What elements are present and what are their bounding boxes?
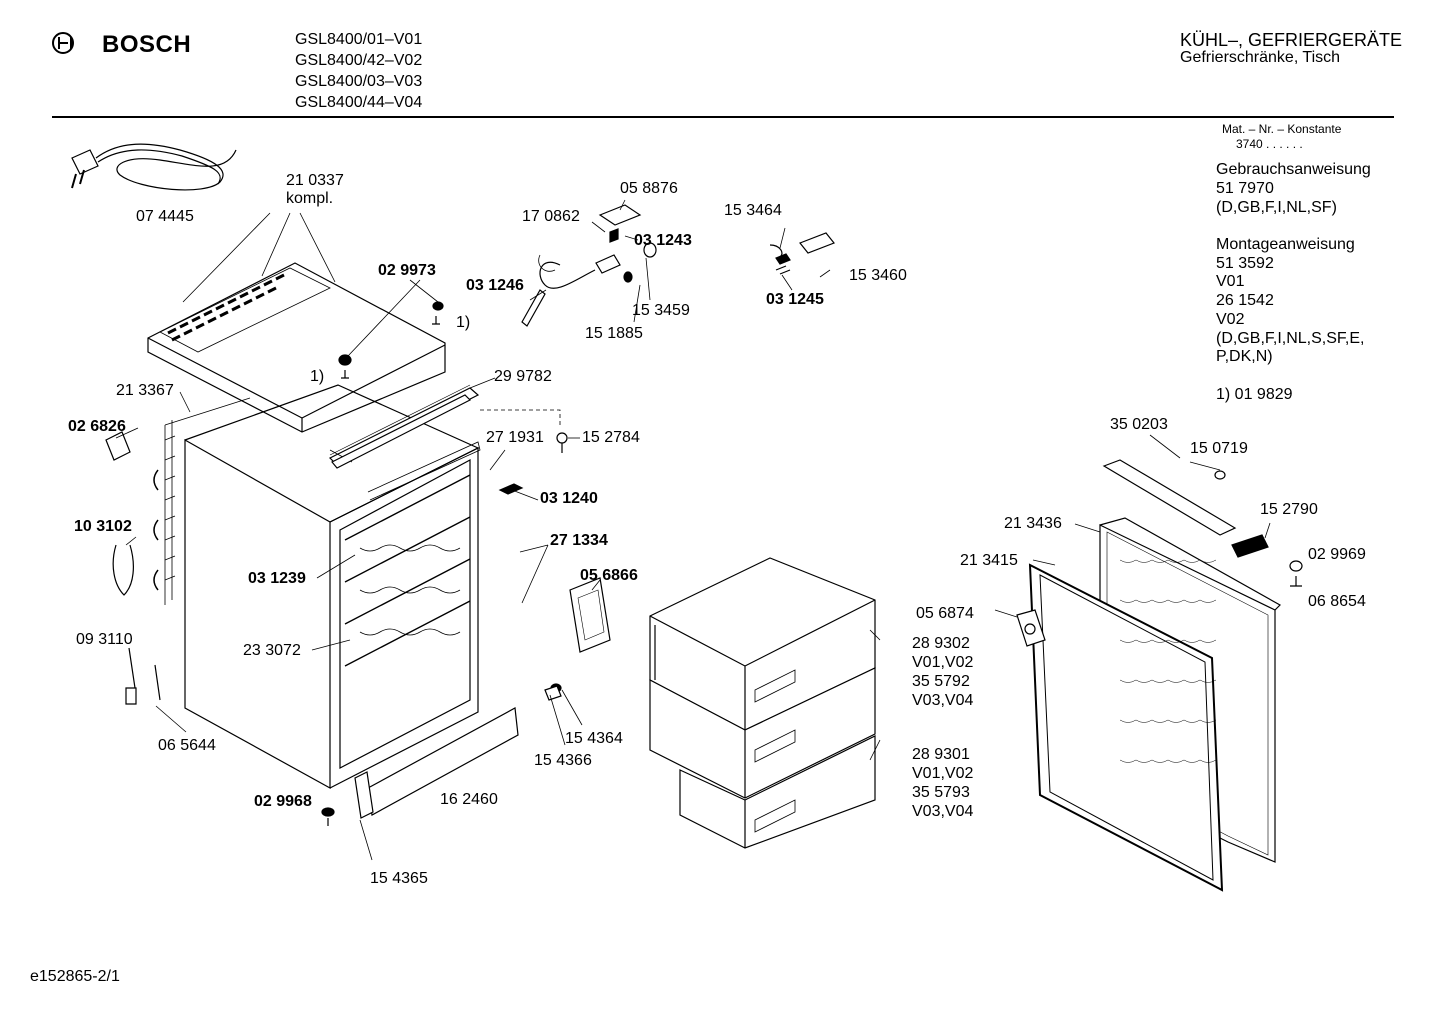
label-v0102-b: V01,V02 <box>912 765 974 782</box>
brand-name: BOSCH <box>102 31 192 58</box>
label-299782: 29 9782 <box>494 368 552 385</box>
mat-value: 3740 . . . . . . <box>1236 137 1303 151</box>
lamp-switch-drawing <box>769 232 835 275</box>
label-029973: 02 9973 <box>378 262 436 279</box>
mount-number-2: 26 1542 <box>1216 292 1274 309</box>
label-031240: 03 1240 <box>540 490 598 507</box>
label-153460: 15 3460 <box>849 267 907 284</box>
label-103102: 10 3102 <box>74 518 132 535</box>
label-162460: 16 2460 <box>440 791 498 808</box>
door-drawing <box>1016 459 1303 892</box>
kick-plate-drawing <box>321 707 519 861</box>
leader-lines <box>115 199 1271 761</box>
label-031246: 03 1246 <box>466 277 524 294</box>
label-154365: 15 4365 <box>370 870 428 887</box>
label-kompl: kompl. <box>286 190 334 207</box>
document-id: e152865-2/1 <box>30 968 120 985</box>
label-289301: 28 9301 <box>912 746 970 763</box>
label-065644: 06 5644 <box>158 737 216 754</box>
label-153459: 15 3459 <box>632 302 690 319</box>
label-213415: 21 3415 <box>960 552 1018 569</box>
cabinet-hardware-drawing <box>105 384 611 733</box>
label-031243: 03 1243 <box>634 232 692 249</box>
label-029968: 02 9968 <box>254 793 312 810</box>
label-153464: 15 3464 <box>724 202 782 219</box>
label-footnote-1b: 1) <box>310 368 325 385</box>
label-213436: 21 3436 <box>1004 515 1062 532</box>
mount-number: 51 3592 <box>1216 255 1274 272</box>
label-289302: 28 9302 <box>912 635 970 652</box>
bosch-logo-icon <box>52 32 74 54</box>
lid-screws-drawing <box>338 279 444 379</box>
mount-langs-2: P,DK,N) <box>1216 348 1273 365</box>
model-2: GSL8400/42–V02 <box>295 52 423 69</box>
footnote: 1) 01 9829 <box>1216 386 1293 403</box>
category-title: KÜHL–, GEFRIERGERÄTE <box>1180 30 1403 50</box>
label-031245: 03 1245 <box>766 291 824 308</box>
label-213367: 21 3367 <box>116 382 174 399</box>
label-271334: 27 1334 <box>550 532 608 549</box>
drawers-drawing <box>649 557 876 849</box>
mount-v01: V01 <box>1216 273 1245 290</box>
label-026826: 02 6826 <box>68 418 126 435</box>
label-152784: 15 2784 <box>582 429 640 446</box>
label-056866: 05 6866 <box>580 567 638 584</box>
label-029969: 02 9969 <box>1308 546 1366 563</box>
manual-title: Gebrauchsanweisung <box>1216 161 1371 178</box>
cabinet-drawing <box>153 384 481 790</box>
label-154366: 15 4366 <box>534 752 592 769</box>
label-v0304-a: V03,V04 <box>912 692 974 709</box>
label-footnote-1a: 1) <box>456 314 471 331</box>
power-cord-drawing <box>71 143 237 191</box>
label-355793: 35 5793 <box>912 784 970 801</box>
label-093110: 09 3110 <box>76 631 133 648</box>
label-170862: 17 0862 <box>522 208 580 225</box>
label-152790: 15 2790 <box>1260 501 1318 518</box>
manual-langs: (D,GB,F,I,NL,SF) <box>1216 199 1337 216</box>
model-1: GSL8400/01–V01 <box>295 31 423 48</box>
thermostat-drawing <box>521 204 657 327</box>
label-151885: 15 1885 <box>585 325 643 342</box>
label-058876: 05 8876 <box>620 180 678 197</box>
mount-title: Montageanweisung <box>1216 236 1355 253</box>
label-355792: 35 5792 <box>912 673 970 690</box>
label-056874: 05 6874 <box>916 605 974 622</box>
label-150719: 15 0719 <box>1190 440 1248 457</box>
header-divider <box>52 116 1394 118</box>
model-4: GSL8400/44–V04 <box>295 94 423 111</box>
label-v0102-a: V01,V02 <box>912 654 974 671</box>
label-031239: 03 1239 <box>248 570 306 587</box>
label-068654: 06 8654 <box>1308 593 1366 610</box>
label-350203: 35 0203 <box>1110 416 1168 433</box>
category-subtitle: Gefrierschränke, Tisch <box>1180 49 1341 66</box>
manual-number: 51 7970 <box>1216 180 1274 197</box>
top-lid-drawing <box>147 212 446 433</box>
model-3: GSL8400/03–V03 <box>295 73 423 90</box>
mount-v02: V02 <box>1216 311 1245 328</box>
label-233072: 23 3072 <box>243 642 301 659</box>
mat-label: Mat. – Nr. – Konstante <box>1222 122 1342 136</box>
label-271931: 27 1931 <box>486 429 544 446</box>
label-v0304-b: V03,V04 <box>912 803 974 820</box>
label-154364: 15 4364 <box>565 730 623 747</box>
mount-langs-1: (D,GB,F,I,NL,S,SF,E, <box>1216 330 1365 347</box>
label-210337: 21 0337 <box>286 172 344 189</box>
label-074445: 07 4445 <box>136 208 194 225</box>
